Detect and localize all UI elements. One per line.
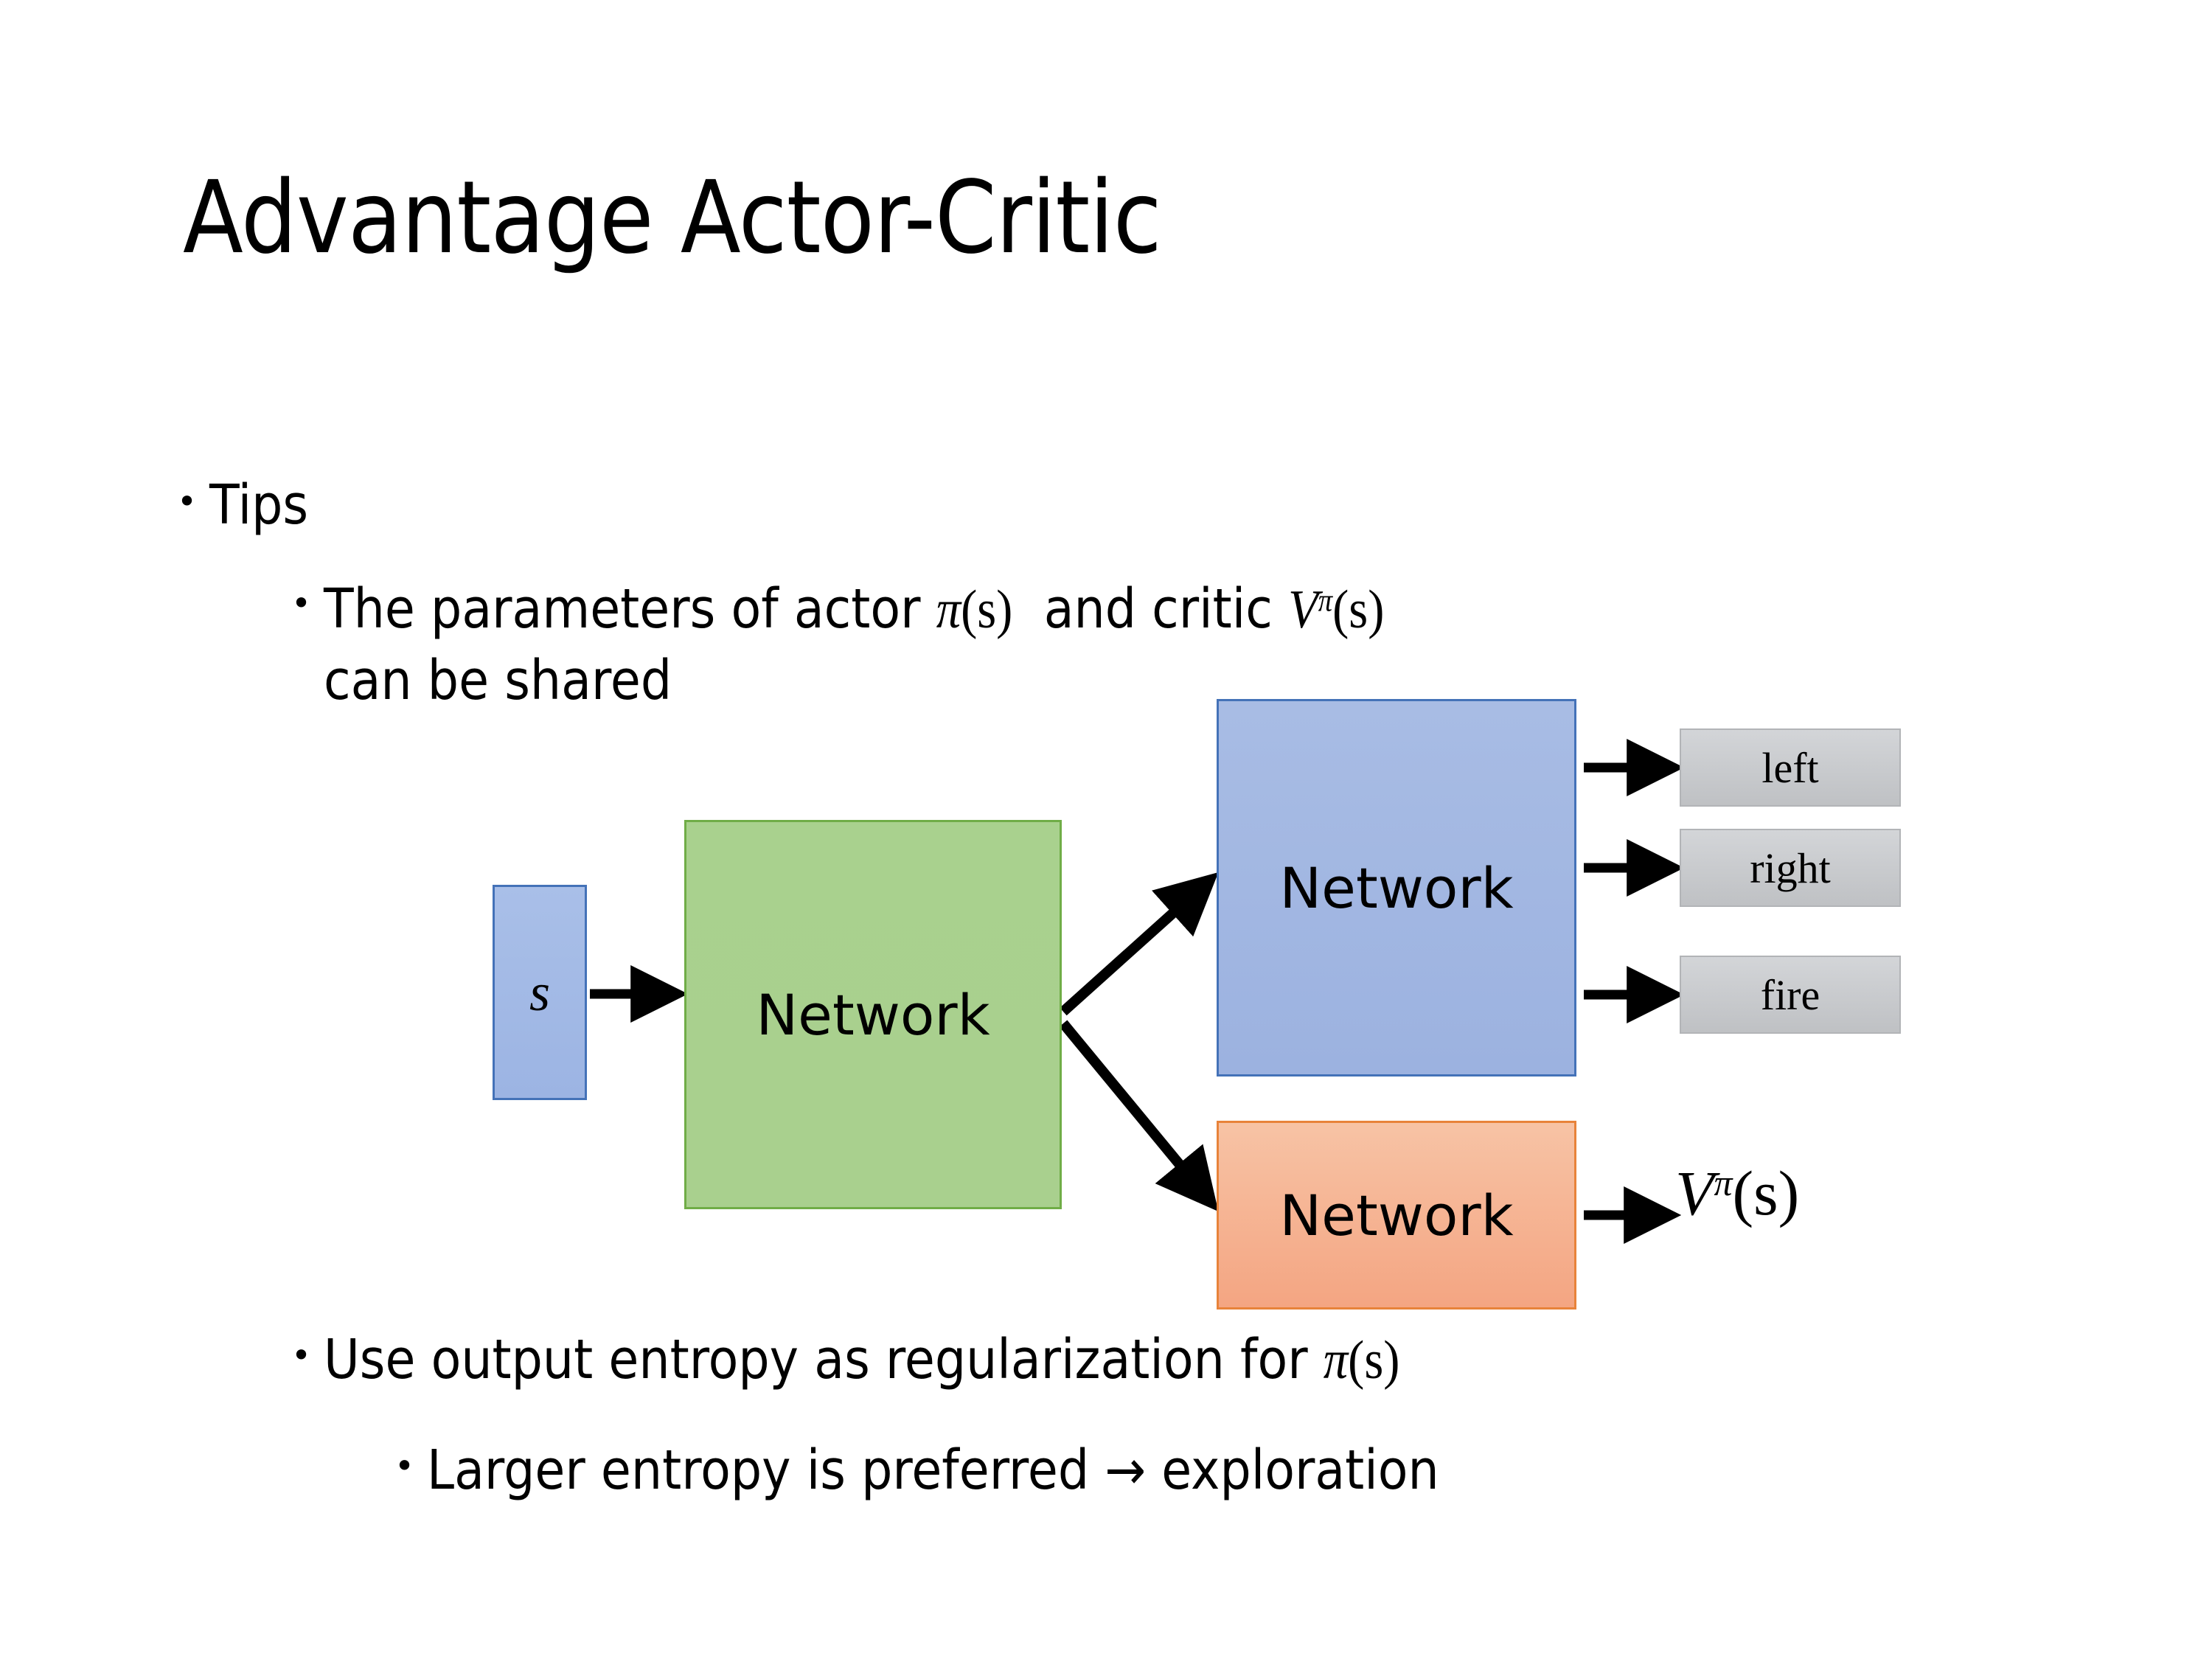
- arrow-shared-to-critic: [1059, 1020, 1219, 1212]
- shared-network-box: Network: [684, 820, 1062, 1209]
- action-output-left-label: left: [1761, 743, 1819, 792]
- bullet-shared-parameters: • The parameters of actor π(s) and criti…: [291, 574, 2061, 716]
- entropy-policy-math: π(s): [1324, 1330, 1400, 1391]
- pi-symbol: π: [936, 580, 961, 640]
- bullet-marker-icon: •: [177, 481, 198, 522]
- pi-argument: (s): [961, 580, 1013, 640]
- value-superscript-pi: π: [1714, 1163, 1733, 1204]
- arrow-shared-to-actor: [1060, 872, 1219, 1016]
- bullet-tips: • Tips: [177, 472, 320, 538]
- bullet-entropy-regularization: • Use output entropy as regularization f…: [291, 1326, 2061, 1395]
- page-title: Advantage Actor-Critic: [183, 160, 1162, 276]
- bullet-marker-icon: •: [291, 583, 312, 624]
- pi-symbol: π: [1324, 1330, 1349, 1391]
- params-text-line2: can be shared: [324, 649, 672, 713]
- actor-network-label: Network: [1279, 855, 1514, 921]
- v-argument: (s): [1332, 580, 1385, 640]
- critic-value-math: Vπ(s): [1289, 580, 1385, 640]
- input-state-box: s: [493, 885, 587, 1100]
- bullet-marker-icon: •: [291, 1335, 312, 1376]
- action-output-right-label: right: [1750, 844, 1831, 892]
- params-text-before: The parameters of actor: [324, 577, 937, 641]
- action-output-fire-label: fire: [1760, 970, 1820, 1019]
- critic-network-box: Network: [1217, 1121, 1576, 1310]
- action-output-left: left: [1680, 728, 1901, 807]
- entropy-text-before: Use output entropy as regularization for: [324, 1328, 1324, 1391]
- v-symbol: V: [1288, 580, 1319, 640]
- value-v-symbol: V: [1675, 1158, 1714, 1228]
- pi-argument: (s): [1348, 1330, 1400, 1391]
- action-output-fire: fire: [1680, 956, 1901, 1034]
- bullet-larger-entropy-text: Larger entropy is preferred → exploratio…: [427, 1439, 1440, 1502]
- params-text-middle: and critic: [1012, 577, 1289, 641]
- actor-network-box: Network: [1217, 699, 1576, 1077]
- bullet-tips-label: Tips: [209, 473, 309, 537]
- critic-network-label: Network: [1279, 1182, 1514, 1248]
- v-superscript-pi: π: [1318, 583, 1333, 619]
- actor-policy-math: π(s): [936, 580, 1013, 640]
- bullet-larger-entropy: • Larger entropy is preferred → explorat…: [394, 1436, 2164, 1505]
- value-argument: (s): [1732, 1158, 1800, 1228]
- bullet-entropy-text: Use output entropy as regularization for…: [324, 1326, 1399, 1395]
- bullet-marker-icon: •: [394, 1446, 415, 1486]
- action-output-right: right: [1680, 829, 1901, 907]
- value-output-label: Vπ(s): [1675, 1156, 1799, 1230]
- bullet-shared-parameters-text: The parameters of actor π(s) and critic …: [324, 574, 1384, 716]
- input-state-label: s: [529, 962, 551, 1022]
- shared-network-label: Network: [756, 981, 990, 1048]
